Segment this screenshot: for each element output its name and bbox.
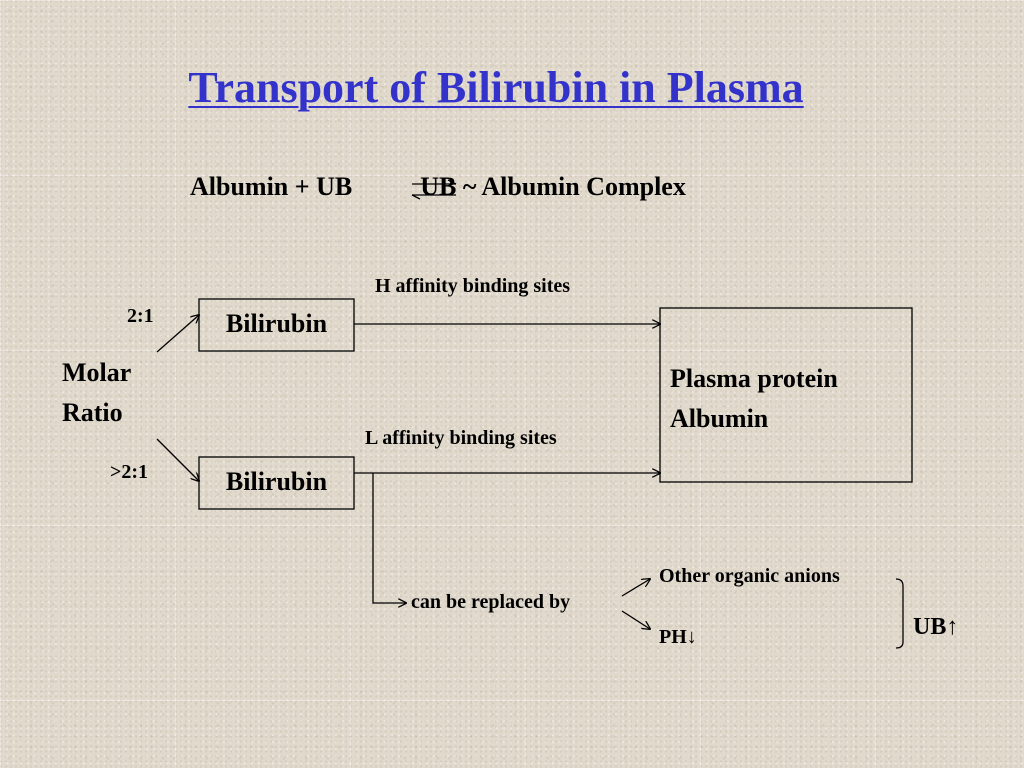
- albumin-label-line1: Plasma protein: [670, 364, 838, 393]
- ph-arrow: [621, 610, 650, 629]
- ratio-high-label: 2:1: [127, 305, 154, 327]
- reversible-arrow-icon: [411, 179, 457, 200]
- molar-ratio-line2: Ratio: [62, 398, 123, 427]
- replaced-by-connector: [372, 473, 406, 603]
- ratio-low-arrow: [156, 438, 199, 481]
- equilibrium-equation: Albumin + UB UB ~ Albumin Complex: [190, 172, 686, 202]
- ph-label: PH↓: [659, 626, 697, 648]
- equation-left: Albumin + UB: [190, 172, 353, 201]
- bilirubin-bottom-label: Bilirubin: [225, 467, 328, 496]
- page-title: Transport of Bilirubin in Plasma: [188, 63, 804, 112]
- albumin-box: [659, 307, 913, 483]
- albumin-label: Plasma protein Albumin: [670, 359, 838, 439]
- other-anions-arrow: [621, 579, 650, 597]
- albumin-label-line2: Albumin: [670, 404, 769, 433]
- l-affinity-label: L affinity binding sites: [365, 427, 557, 449]
- equation-right: UB ~ Albumin Complex: [420, 172, 686, 201]
- ratio-low-label: >2:1: [110, 461, 149, 483]
- bilirubin-bottom-box: [198, 456, 355, 510]
- molar-ratio-line1: Molar: [62, 358, 132, 387]
- bilirubin-top-label: Bilirubin: [225, 309, 328, 338]
- molar-ratio-label: Molar Ratio: [62, 353, 131, 433]
- ratio-high-arrow: [156, 315, 199, 353]
- ub-increase-label: UB↑: [913, 614, 959, 640]
- h-affinity-label: H affinity binding sites: [375, 275, 571, 297]
- other-anions-label: Other organic anions: [659, 565, 840, 587]
- bracket-icon: [895, 578, 904, 649]
- replaced-by-label: can be replaced by: [411, 591, 571, 613]
- bilirubin-top-box: [198, 298, 355, 352]
